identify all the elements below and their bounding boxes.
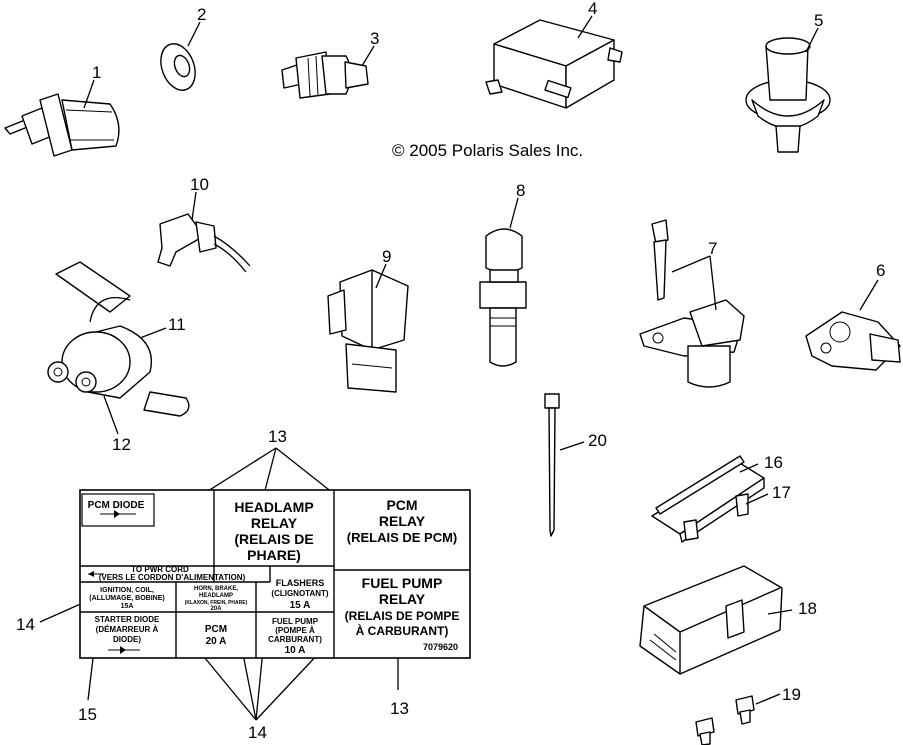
callout-4: 4 [588,0,597,18]
callout-13-top: 13 [268,427,287,446]
part-20-cable-tie [544,393,560,537]
label-fuel-pump-relay-2: RELAY [379,591,426,607]
callout-5: 5 [814,11,823,30]
part-11-starter-solenoid [47,261,190,417]
callout-18: 18 [798,599,817,618]
callout-12: 12 [112,435,131,454]
label-headlamp-relay-1: HEADLAMP [234,499,313,515]
label-headlamp-relay-4: PHARE) [247,547,301,563]
callout-13-bottom: 13 [390,699,409,718]
label-headlamp-relay-3: (RELAIS DE [234,531,313,547]
callout-8: 8 [516,181,525,200]
label-ignition-3: 15A [121,603,134,610]
callout-14-left: 14 [16,615,35,634]
label-horn-1: HORN, BRAKE, [194,586,238,592]
label-horn-2: HEADLAMP [199,593,233,599]
callout-9: 9 [382,247,391,266]
callout-10: 10 [190,175,209,194]
label-starter-diode-2: (DÉMARREUR À [96,625,159,634]
label-pcm-relay-3: (RELAIS DE PCM) [347,530,458,545]
label-fuel-pump-fuse-4: 10 A [285,645,306,656]
part-1-sensor [4,93,120,157]
label-horn-3: (KLAXON, FREIN, PHARE) [185,600,248,606]
callout-11: 11 [168,315,186,334]
part-4-module [485,19,623,109]
label-pcm-diode: PCM DIODE [88,500,145,511]
label-flashers-2: (CLIGNOTANT) [271,589,329,598]
label-pcm-fuse-1: PCM [205,624,227,635]
callout-3: 3 [370,29,379,48]
label-starter-diode-3: DIODE) [113,635,141,644]
part-18-fuse-box [639,565,783,675]
label-fuel-pump-fuse-3: CARBURANT) [268,635,322,644]
label-horn-4: 20A [210,606,222,612]
label-fuel-pump-relay-3: (RELAIS DE POMPE [345,609,460,623]
callout-6: 6 [876,261,885,280]
label-pcm-fuse-2: 20 A [206,636,227,647]
label-starter-diode-1: STARTER DIODE [95,615,160,624]
label-fuel-pump-relay-4: À CARBURANT) [356,623,449,638]
callout-7: 7 [708,239,717,258]
label-pwr-cord-2: (VERS LE CORDON D'ALIMENTATION) [99,573,246,582]
callout-19: 19 [782,685,801,704]
part-7-cam-sensor [639,219,745,388]
callout-2: 2 [197,5,206,24]
label-fuel-pump-relay-1: FUEL PUMP [362,575,443,591]
copyright-text: © 2005 Polaris Sales Inc. [392,141,583,160]
callout-1: 1 [92,63,101,82]
label-ignition-1: IGNITION, COIL, [100,587,154,594]
label-pwr-cord-1: TO PWR CORD [131,565,189,574]
part-6-tps [805,311,901,371]
callout-17: 17 [772,483,791,502]
part-10-speed-sensor [157,213,251,273]
label-pcm-relay-2: RELAY [379,513,426,529]
part-5-map-sensor [745,37,831,153]
fuse-relay-label [79,489,471,659]
callout-15: 15 [78,705,97,724]
label-headlamp-relay-2: RELAY [251,515,298,531]
part-2-washer [160,43,196,91]
label-fuel-pump-fuse-2: (POMPE À [275,626,315,635]
label-pcm-relay-1: PCM [386,497,417,513]
part-16-fuse-cover [651,455,765,543]
part-3-pressure-switch [281,51,369,99]
label-flashers-3: 15 A [290,600,311,611]
callout-20: 20 [588,431,607,450]
part-19-screws [695,695,755,745]
label-fuel-pump-fuse-1: FUEL PUMP [272,617,319,626]
part-9-pressure-sensor [327,269,409,393]
label-ignition-2: (ALLUMAGE, BOBINE) [89,595,164,602]
callout-16: 16 [764,453,783,472]
callout-14-bottom: 14 [248,723,267,742]
label-flashers-1: FLASHERS [276,578,325,588]
part-8-temp-sensor [479,228,527,367]
label-part-number: 7079620 [423,642,458,652]
